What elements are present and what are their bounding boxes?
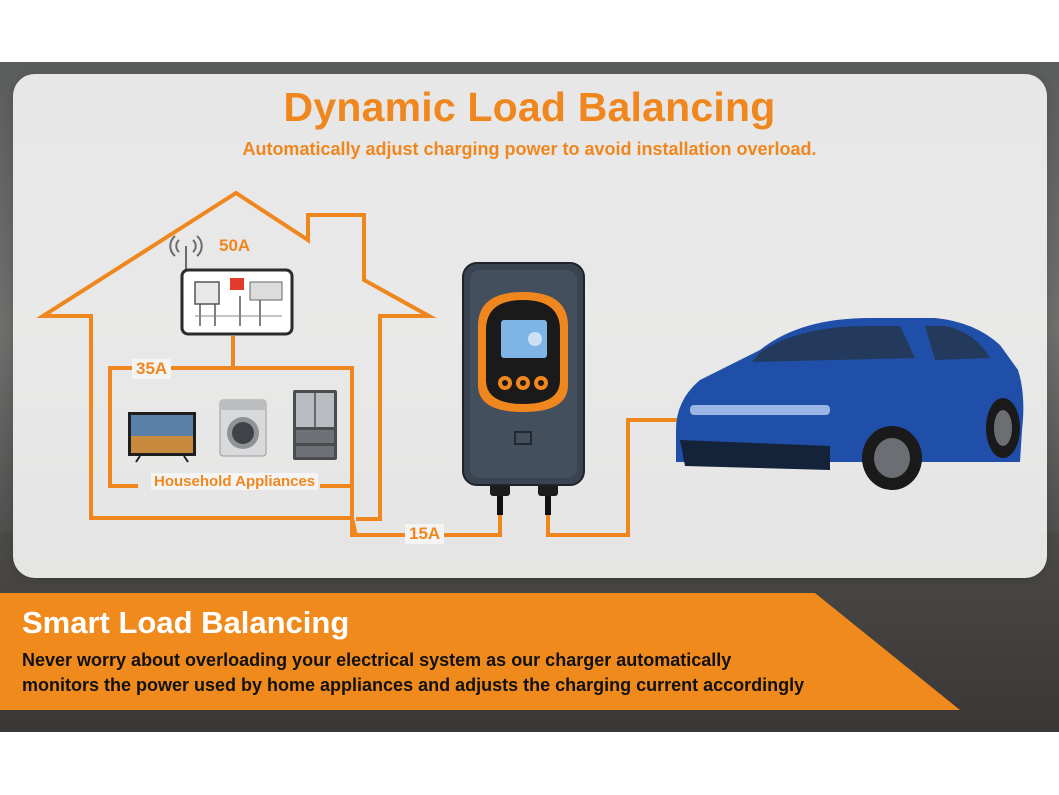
refrigerator-icon [293, 390, 337, 460]
banner-description: Never worry about overloading your elect… [22, 648, 902, 698]
banner-shape [0, 593, 960, 710]
car-icon [676, 318, 1024, 490]
washing-machine-icon [219, 399, 267, 457]
meter-current-label: 50A [219, 236, 251, 255]
household-current-label: 35A [132, 359, 172, 379]
antenna-icon [169, 235, 203, 272]
wiring [108, 336, 680, 537]
ev-charger-icon [462, 262, 585, 515]
charger-current-label: 15A [405, 524, 445, 544]
banner-line-2: monitors the power used by home applianc… [22, 675, 805, 695]
appliances-label: Household Appliances [151, 473, 319, 490]
tv-icon [128, 412, 196, 463]
electric-meter-icon [180, 268, 294, 336]
banner-title: Smart Load Balancing [22, 605, 350, 640]
page-subtitle: Automatically adjust charging power to a… [242, 139, 817, 159]
house-outline-icon [36, 190, 437, 537]
banner-line-1: Never worry about overloading your elect… [22, 650, 732, 670]
page-title: Dynamic Load Balancing [283, 84, 776, 130]
